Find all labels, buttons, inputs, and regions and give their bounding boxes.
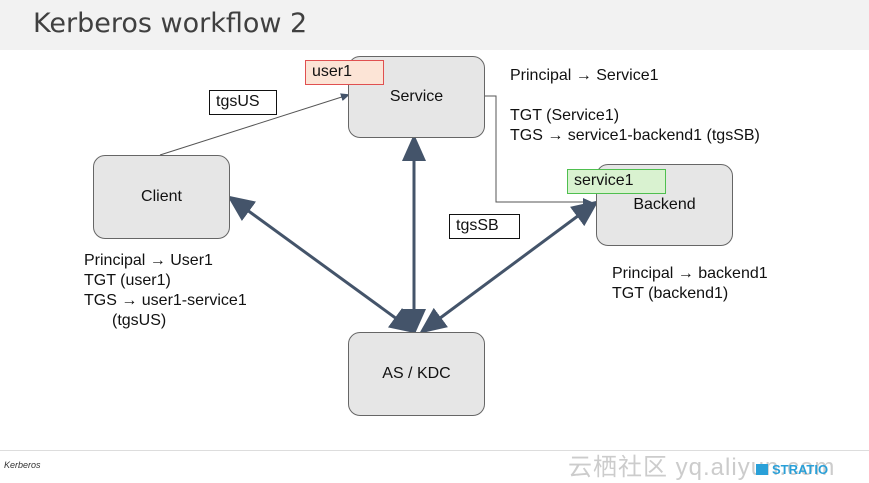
kdc-node: AS / KDC — [348, 332, 485, 416]
service-node-label: Service — [389, 88, 444, 105]
client-node-label: Client — [141, 188, 182, 205]
backend-kdc-arrow — [419, 200, 599, 334]
service1-tag: service1 — [567, 169, 666, 194]
brand-logo: STRATIO — [756, 462, 828, 477]
backend-note-principal: Principal → backend1 — [612, 265, 768, 282]
client-kdc-arrow — [227, 195, 417, 334]
kdc-node-label: AS / KDC — [382, 365, 451, 382]
backend-node-label: Backend — [633, 196, 696, 213]
service-notes: Principal → Service1 TGT (Service1) TGS … — [510, 66, 760, 146]
user1-tag: user1 — [305, 60, 384, 85]
brand-text: STRATIO — [772, 462, 829, 477]
brand-icon — [756, 464, 768, 475]
tgsUS-tag: tgsUS — [209, 90, 277, 115]
service-note-tgs: TGS → service1-backend1 (tgsSB) — [510, 127, 760, 144]
watermark: 云栖社区 yq.aliyun.com — [568, 454, 836, 481]
client-node: Client — [93, 155, 230, 239]
client-note-tgs-name: (tgsUS) — [112, 312, 167, 329]
client-note-principal: Principal → User1 — [84, 252, 213, 269]
client-service-connector — [159, 93, 350, 156]
client-note-tgt: TGT (user1) — [84, 272, 171, 289]
client-note-tgs: TGS → user1-service1 — [84, 292, 247, 309]
backend-notes: Principal → backend1 TGT (backend1) — [612, 264, 768, 304]
title-bar — [0, 0, 869, 50]
client-notes: Principal → User1 TGT (user1) TGS → user… — [84, 251, 247, 331]
backend-note-tgt: TGT (backend1) — [612, 285, 729, 302]
footer-label: Kerberos — [4, 460, 41, 470]
service-note-principal: Principal → Service1 — [510, 67, 659, 84]
tgsSB-tag: tgsSB — [449, 214, 520, 239]
service-note-tgt: TGT (Service1) — [510, 107, 620, 124]
footer-divider — [0, 450, 869, 451]
slide-title: Kerberos workflow 2 — [33, 8, 308, 39]
